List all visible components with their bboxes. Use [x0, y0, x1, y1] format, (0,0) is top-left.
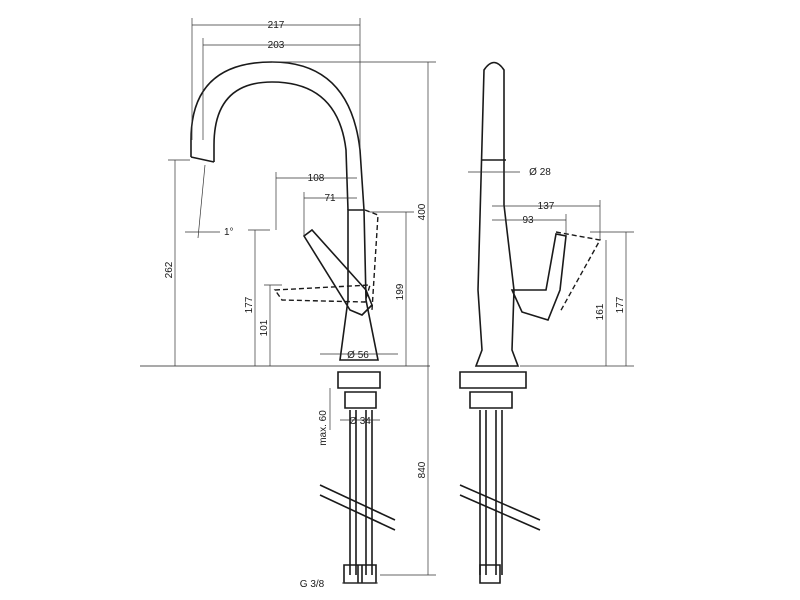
- break-lines: [319, 484, 396, 531]
- label-217: 217: [268, 20, 285, 31]
- label-71: 71: [324, 193, 336, 204]
- label-dia-34: Ø 34: [349, 416, 371, 427]
- spout-inner: [213, 81, 349, 211]
- dimension-lines: [168, 18, 634, 584]
- label-max-60: max. 60: [318, 410, 329, 446]
- side-hoses: [479, 410, 503, 575]
- label-137: 137: [538, 201, 555, 212]
- dimension-labels: 217 203 108 71 1° 262 177 101 199 400 Ø …: [164, 20, 626, 590]
- label-dia-56: Ø 56: [347, 350, 369, 361]
- side-fittings: [479, 564, 501, 584]
- side-break-lines: [459, 484, 541, 531]
- label-177: 177: [244, 296, 255, 313]
- side-lever: [510, 233, 567, 321]
- label-93: 93: [522, 215, 534, 226]
- label-400: 400: [417, 203, 428, 220]
- lever-dashed-position-b: [364, 209, 379, 311]
- side-mount-thread: [469, 391, 513, 409]
- label-108: 108: [308, 173, 325, 184]
- spout-outer: [190, 61, 365, 211]
- side-body: [474, 61, 520, 367]
- label-840: 840: [417, 461, 428, 478]
- label-262: 262: [164, 261, 175, 278]
- base-plate: [337, 371, 381, 389]
- label-dia-28: Ø 28: [529, 167, 551, 178]
- lever-dashed-position-a: [273, 284, 371, 303]
- side-view: [459, 61, 602, 584]
- label-g-3-8: G 3/8: [300, 579, 325, 590]
- mount-thread: [344, 391, 377, 409]
- label-1-degree: 1°: [224, 227, 234, 238]
- label-177-right: 177: [615, 296, 626, 313]
- faucet-body: [339, 209, 379, 361]
- label-199: 199: [395, 283, 406, 300]
- supply-hoses: [349, 410, 373, 575]
- side-base-plate: [459, 371, 527, 389]
- label-203: 203: [268, 40, 285, 51]
- label-161: 161: [595, 303, 606, 320]
- spout-outlet: [190, 156, 215, 163]
- label-101: 101: [259, 319, 270, 336]
- front-view: [140, 61, 430, 584]
